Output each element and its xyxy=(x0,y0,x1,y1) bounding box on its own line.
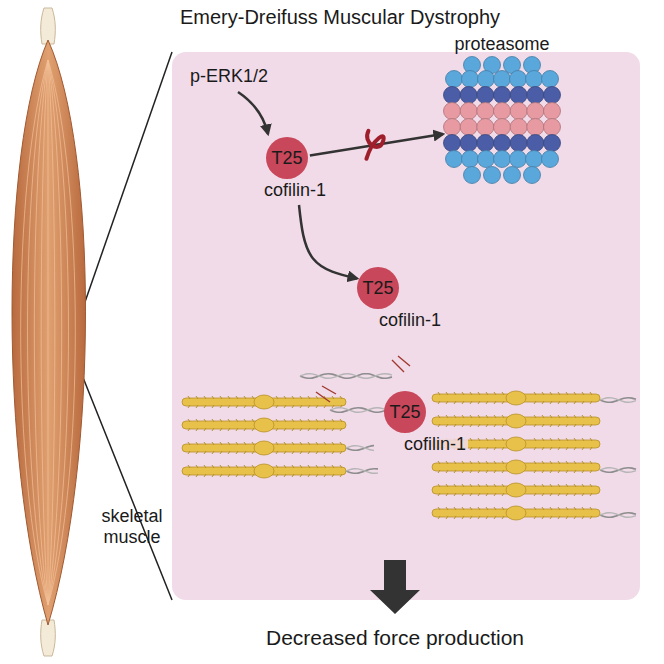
tendon xyxy=(41,8,56,44)
muscle-fiber xyxy=(48,60,68,605)
muscle-fiber xyxy=(48,60,49,605)
blocked-degradation-arrow xyxy=(310,134,443,155)
thick-filament xyxy=(432,391,600,405)
thick-filament xyxy=(432,460,600,474)
actin-strand xyxy=(600,513,636,518)
muscle-fiber xyxy=(41,60,48,605)
thick-filament xyxy=(182,395,346,409)
proteasome-symbol xyxy=(440,55,564,195)
protein-circle: T25 xyxy=(384,391,426,433)
cell-panel xyxy=(172,52,640,600)
muscle-fiber xyxy=(34,60,48,605)
zoom-line xyxy=(70,345,172,600)
actin-strand xyxy=(600,468,636,473)
kinase-label: p-ERK1/2 xyxy=(190,66,268,87)
muscle-belly xyxy=(12,40,86,625)
protein-node: T25cofilin-1 xyxy=(262,137,328,201)
title: Emery-Dreifuss Muscular Dystrophy xyxy=(180,6,500,29)
actin-strand xyxy=(346,469,378,474)
thick-filament xyxy=(432,506,600,520)
outcome-arrow xyxy=(370,560,420,614)
block-symbol xyxy=(366,131,383,159)
actin-strand xyxy=(600,513,636,518)
proteasome-label: proteasome xyxy=(440,34,564,55)
muscle-fiber xyxy=(21,60,48,605)
severed-actin xyxy=(392,356,410,372)
protein-label: cofilin-1 xyxy=(402,434,468,455)
muscle-fiber xyxy=(28,60,48,605)
outcome-label: Decreased force production xyxy=(266,626,524,650)
thick-filament xyxy=(182,464,346,478)
actin-strand xyxy=(300,374,392,379)
tissue-label: skeletal muscle xyxy=(100,506,164,547)
protein-node: T25cofilin-1 xyxy=(384,391,468,455)
actin-strand xyxy=(346,469,378,474)
translocation-arrow xyxy=(299,205,357,278)
actin-strand xyxy=(300,374,392,379)
actin-strand xyxy=(600,468,636,473)
protein-circle: T25 xyxy=(266,137,308,179)
phosphorylation-arrow xyxy=(238,92,268,134)
thick-filament xyxy=(432,414,600,428)
thick-filament xyxy=(182,441,346,455)
thick-filament xyxy=(182,418,346,432)
thick-filament xyxy=(432,483,600,497)
muscle-fiber xyxy=(48,60,55,605)
protein-label: cofilin-1 xyxy=(262,180,328,201)
severed-actin xyxy=(316,386,336,402)
actin-strand xyxy=(346,446,374,451)
protein-circle: T25 xyxy=(357,267,399,309)
actin-strand xyxy=(600,398,636,403)
muscle-fiber xyxy=(48,60,75,605)
muscle-fibers xyxy=(21,60,76,605)
protein-node: T25cofilin-1 xyxy=(357,267,443,331)
protein-label: cofilin-1 xyxy=(377,310,443,331)
myofilaments xyxy=(182,356,636,520)
actin-strand xyxy=(346,446,374,451)
actin-strand xyxy=(600,398,636,403)
proteasome-node: proteasome xyxy=(440,34,564,195)
